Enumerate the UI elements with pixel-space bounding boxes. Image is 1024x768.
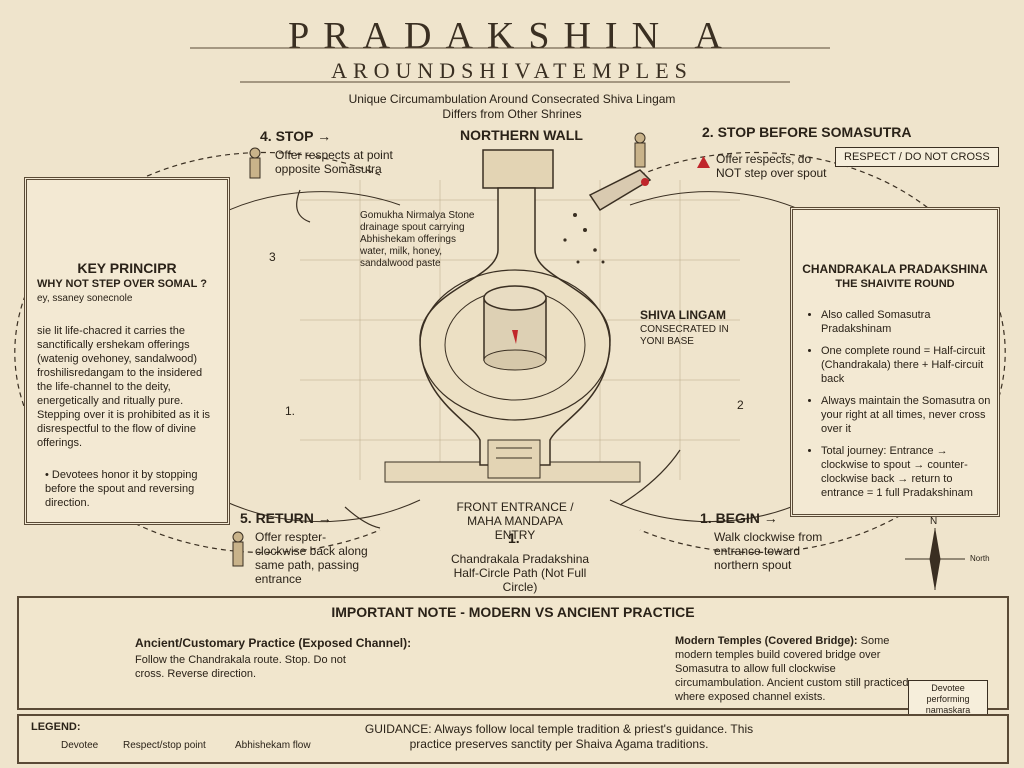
path-caption: Chandrakala Pradakshina Half-Circle Path… [450,552,590,594]
key-panel-paragraph: sie lit life-chacred it carries the sanc… [37,325,211,449]
page-title: PRADAKSHIN A [288,15,736,57]
key-panel-subtitle: WHY NOT STEP OVER SOMAL ? [37,278,207,290]
step4-title: 4. STOP → [260,128,332,144]
respect-badge: RESPECT / DO NOT CROSS [835,147,999,167]
key-panel-bullet-text: Devotees honor it by stopping before the… [45,469,198,509]
tagline: Unique Circumambulation Around Consecrat… [348,92,676,121]
shiva-lingam-sub: CONSECRATED IN YONI BASE [640,324,729,347]
legend-box: LEGEND: Devotee Respect/stop point Abhis… [17,714,1009,764]
warning-icon [697,156,710,168]
flow-arrows [296,189,681,529]
key-panel-bullet: • Devotees honor it by stopping before t… [45,469,198,509]
somasutra-spout [588,169,652,212]
key-panel-title: KEY PRINCIPR [77,260,177,276]
chandrakala-title: CHANDRAKALA PRADAKSHINA [802,262,988,276]
chandrakala-item-3: Always maintain the Somasutra on your ri… [821,394,997,436]
step5-title: 5. RETURN → [240,510,332,526]
right-path-number: 2 [737,398,744,412]
key-panel-line3: ey, ssaney sonecnole [37,293,133,304]
step1-text: Walk clockwise from entrance toward nort… [714,530,823,572]
key-principle-panel: KEY PRINCIPR WHY NOT STEP OVER SOMAL ? e… [24,177,230,525]
northern-wall-label: NORTHERN WALL [460,127,583,143]
lingam-top [483,285,547,311]
stop-point-marker [641,178,649,186]
front-entrance-label: FRONT ENTRANCE / MAHA MANDAPA ENTRY [456,500,574,542]
legend-item-respect: Respect/stop point [123,740,206,751]
northern-wall-block [482,149,554,189]
chandrakala-item-2: One complete round = Half-circuit (Chand… [821,344,997,386]
ancient-title: Ancient/Customary Practice (Exposed Chan… [135,636,412,650]
step2-title: 2. STOP BEFORE SOMASUTRA [702,124,912,140]
legend-item-flow: Abhishekam flow [235,740,311,751]
legend-item-devotee: Devotee [61,740,99,751]
left-path-number: 1. [285,404,296,418]
step5-text: Offer respter-clockwise back along same … [255,530,368,586]
step1-title: 1. BEGIN → [700,510,778,526]
chandrakala-item-4: Total journey: Entrance → clockwise to s… [821,444,997,500]
modern-title: Modern Temples (Covered Bridge): [675,635,858,647]
modern-note: Modern Temples (Covered Bridge): Some mo… [675,634,925,704]
step2-text: Offer respects, do NOT step over spout [716,152,827,180]
lingam-bottom [483,349,547,371]
shiva-lingam-label: SHIVA LINGAM [640,308,726,322]
note-title: IMPORTANT NOTE - MODERN VS ANCIENT PRACT… [331,604,695,620]
yoni-ring-outer [419,269,611,421]
important-note-box: IMPORTANT NOTE - MODERN VS ANCIENT PRACT… [17,596,1009,719]
top-left-number: 3 [269,250,276,264]
chandrakala-subtitle: THE SHAIVITE ROUND [835,278,955,290]
entrance-steps [487,439,541,479]
compass-rose-icon [905,528,965,590]
chandrakala-panel: CHANDRAKALA PRADAKSHINA THE SHAIVITE ROU… [790,207,1000,517]
compass-east: North [970,554,990,563]
legend-title: LEGEND: [31,721,81,733]
lingam-tilak [512,330,518,344]
chandrakala-item-1: Also called Somasutra Pradakshinam [821,308,997,336]
gomukha-label: Gomukha Nirmalya Stone drainage spout ca… [360,210,475,269]
path-number-bottom: 1. [508,530,520,546]
modern-text: Some modern temples build covered bridge… [675,635,909,703]
devotee-caption: Devotee performing namaskara [908,680,988,719]
left-path-outer [14,151,381,554]
ancient-text: Follow the Chandrakala route. Stop. Do n… [135,654,346,680]
page-subtitle: AROUNDSHIVATEMPLES [331,58,693,83]
chandrakala-list: Also called Somasutra Pradakshinam One c… [807,308,997,508]
compass-north: N [930,516,938,527]
guidance-text: GUIDANCE: Always follow local temple tra… [364,722,754,751]
right-path-outer [639,151,1006,554]
step4-text: Offer respects at point opposite Somasut… [275,148,393,176]
water-droplets [563,213,605,264]
